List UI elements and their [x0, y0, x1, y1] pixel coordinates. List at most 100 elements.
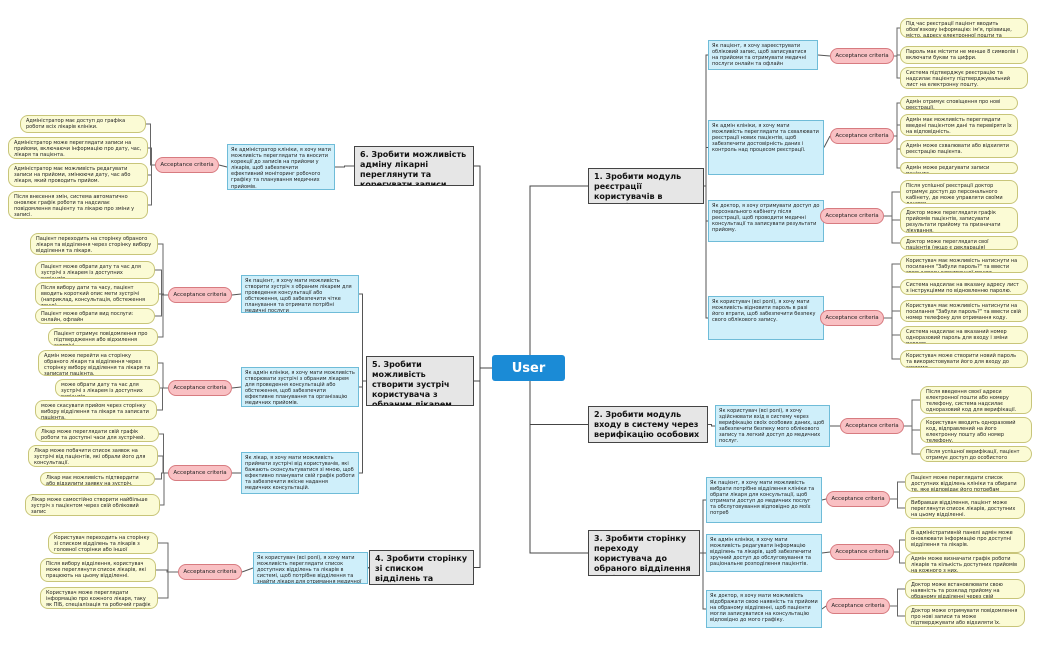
criterion-s3b-2: Адмін може визначати графік роботи лікар… [905, 553, 1025, 573]
acceptance-criteria-s5a[interactable]: Acceptance criteria [168, 287, 232, 303]
story-s5a[interactable]: Як пацієнт, я хочу мати можливість створ… [241, 275, 359, 313]
criterion-s5c-3: Лікар має можливість підтвердити або від… [40, 472, 155, 486]
connector-line [155, 472, 168, 480]
criterion-s3c-1: Доктор може встановлювати свою наявність… [905, 579, 1025, 599]
connector-line [474, 367, 492, 568]
connector-line [474, 165, 492, 369]
connector-line [904, 399, 920, 427]
story-s5b[interactable]: Як адмін клініки, я хочу мати можливість… [241, 367, 359, 407]
criterion-s1c-3: Доктор може переглядати свої пацієнтів (… [900, 236, 1018, 250]
criterion-s1c-1: Після успішної реєстрації доктор отримує… [900, 180, 1018, 204]
criterion-s1a-2: Пароль має містити не менше 8 символів і… [900, 46, 1028, 64]
criterion-s4a-1: Користувач переходить на сторінку зі спи… [48, 532, 158, 554]
acceptance-criteria-s2a[interactable]: Acceptance criteria [840, 418, 904, 434]
story-s2a[interactable]: Як користувач (всі ролі), я хочу здійсню… [715, 405, 830, 447]
root-node-user-story[interactable]: User story [492, 355, 565, 381]
connector-line [821, 498, 827, 501]
criterion-s3c-2: Доктор може отримувати повідомлення про … [905, 605, 1025, 627]
story-s1d[interactable]: Як користувач (всі ролі), я хочу мати мо… [708, 296, 824, 340]
connector-line [890, 481, 905, 500]
connector-line [158, 571, 178, 599]
criterion-s1d-5: Користувач може створити новий пароль та… [900, 350, 1028, 368]
criterion-s6a-4: Після внесення змін, система автоматично… [8, 191, 148, 219]
criterion-s6a-2: Адміністратор може переглядати записи на… [8, 137, 148, 159]
criterion-s2a-3: Після успішної верифікації, пацієнт отри… [920, 446, 1032, 462]
connector-line [158, 542, 178, 573]
criterion-s4a-2: Після вибору відділення, користувач може… [40, 558, 156, 582]
acceptance-criteria-s1d[interactable]: Acceptance criteria [820, 310, 884, 326]
acceptance-criteria-s1b[interactable]: Acceptance criteria [830, 128, 894, 144]
criterion-s3a-2: Вибравши відділення, пацієнт може перегл… [905, 497, 1025, 519]
criterion-s1d-3: Користувач має можливість натиснути на п… [900, 300, 1028, 322]
criterion-s5b-1: Адмін може перейти на сторінку обраного … [38, 350, 158, 376]
topic-t3[interactable]: 3. Зробити сторінку переходу користувача… [588, 530, 700, 576]
topic-t4[interactable]: 4. Зробити сторінку зі списком відділень… [369, 550, 474, 585]
acceptance-criteria-s3b[interactable]: Acceptance criteria [830, 544, 894, 560]
connector-line [894, 55, 900, 79]
connector-line [708, 424, 715, 427]
story-s1b[interactable]: Як адмін клініки, я хочу мати можливість… [708, 120, 824, 175]
criterion-s5b-2: може обрати дату та час для зустрічі з л… [55, 379, 160, 397]
acceptance-criteria-s4a[interactable]: Acceptance criteria [178, 564, 242, 580]
connector-line [148, 147, 155, 166]
criterion-s5c-1: Лікар може переглядати свій графік робот… [35, 426, 159, 442]
connector-line [884, 215, 900, 244]
criterion-s1c-2: Доктор може переглядати графік прийомів … [900, 207, 1018, 233]
connector-line [884, 310, 900, 319]
criterion-s3a-1: Пацієнт може переглядати список доступни… [905, 472, 1025, 492]
criterion-s1b-1: Адмін отримує сповіщення про нові реєстр… [900, 96, 1018, 110]
criterion-s5c-4: Лікар може самостійно створити найбільше… [25, 494, 160, 516]
topic-t6[interactable]: 6. Зробити можливість адміну лікарні пер… [354, 146, 474, 186]
connector-line [359, 380, 366, 474]
acceptance-criteria-s3c[interactable]: Acceptance criteria [826, 598, 890, 614]
criterion-s1a-3: Система підтверджує реєстрацію та надсил… [900, 67, 1028, 89]
criterion-s5a-3: Після вибору дати та часу, пацієнт вводи… [35, 282, 159, 306]
criterion-s6a-1: Адміністратор має доступ до графіка робо… [20, 115, 146, 133]
connector-line [231, 386, 242, 389]
criterion-s3b-1: В адміністративній панелі адмін може оно… [905, 527, 1025, 553]
topic-t1[interactable]: 1. Зробити модуль реєстрації користувачі… [588, 168, 704, 204]
connector-line [335, 165, 354, 168]
connector-line [529, 185, 588, 369]
criterion-s1b-2: Адмін має можливість переглядати введені… [900, 114, 1018, 136]
connector-line [817, 54, 831, 57]
story-s3b[interactable]: Як адмін клініки, я хочу мати можливість… [706, 534, 822, 572]
story-s4a[interactable]: Як користувач (всі ролі), я хочу мати мо… [253, 552, 368, 584]
acceptance-criteria-s1a[interactable]: Acceptance criteria [830, 48, 894, 64]
connector-line [231, 293, 242, 296]
acceptance-criteria-s5c[interactable]: Acceptance criteria [168, 465, 232, 481]
story-s6a[interactable]: Як адміністратор клініки, я хочу мати мо… [227, 144, 335, 190]
topic-t5[interactable]: 5. Зробити можливість створити зустріч к… [366, 356, 474, 406]
topic-t2[interactable]: 2. Зробити модуль входу в систему через … [588, 406, 708, 443]
story-s3a[interactable]: Як пацієнт, я хочу мати можливість вибра… [706, 477, 822, 523]
acceptance-criteria-s3a[interactable]: Acceptance criteria [826, 491, 890, 507]
connector-line [218, 164, 228, 168]
acceptance-criteria-s6a[interactable]: Acceptance criteria [155, 157, 219, 173]
criterion-s1b-3: Адмін може схвалювати або відхиляти реєс… [900, 140, 1018, 158]
connector-line [160, 472, 168, 506]
story-s1a[interactable]: Як пацієнт, я хочу зареєструвати обліков… [708, 40, 818, 70]
criterion-s4a-3: Користувач може переглядати інформацію п… [40, 587, 158, 609]
criterion-s1d-1: Користувач має можливість натиснути на п… [900, 255, 1028, 273]
criterion-s6a-3: Адміністратор має можливість редагувати … [8, 163, 148, 187]
connector-line [884, 317, 900, 360]
criterion-s5a-2: Пацієнт може обрати дату та час для зуст… [35, 261, 155, 279]
connector-line [474, 367, 492, 382]
acceptance-criteria-s5b[interactable]: Acceptance criteria [168, 380, 232, 396]
connector-line [700, 552, 706, 610]
story-s3c[interactable]: Як доктор, я хочу мати можливість відобр… [706, 590, 822, 628]
connector-line [704, 185, 708, 319]
criterion-s5b-3: може скасувати прийом через сторінку виб… [35, 400, 157, 420]
story-s1c[interactable]: Як доктор, я хочу отримувати доступ до п… [708, 200, 824, 242]
criterion-s5a-5: Пацієнт отримує повідомлення про підтвер… [48, 328, 158, 346]
acceptance-criteria-s1c[interactable]: Acceptance criteria [820, 208, 884, 224]
criterion-s1d-4: Система надсилає на вказаний номер однор… [900, 326, 1028, 344]
connector-line [158, 294, 168, 338]
criterion-s5a-4: Пацієнт може обрати вид послуги: онлайн,… [35, 308, 155, 324]
connector-line [158, 455, 168, 474]
criterion-s1d-2: Система надсилає на вказану адресу лист … [900, 279, 1028, 295]
criterion-s2a-1: Після введення своєї адреси електронної … [920, 386, 1032, 414]
story-s5c[interactable]: Як лікар, я хочу мати можливість приймат… [241, 452, 359, 494]
criterion-s5a-1: Пацієнт переходить на сторінку обраного … [30, 233, 158, 255]
connector-line [894, 551, 905, 564]
